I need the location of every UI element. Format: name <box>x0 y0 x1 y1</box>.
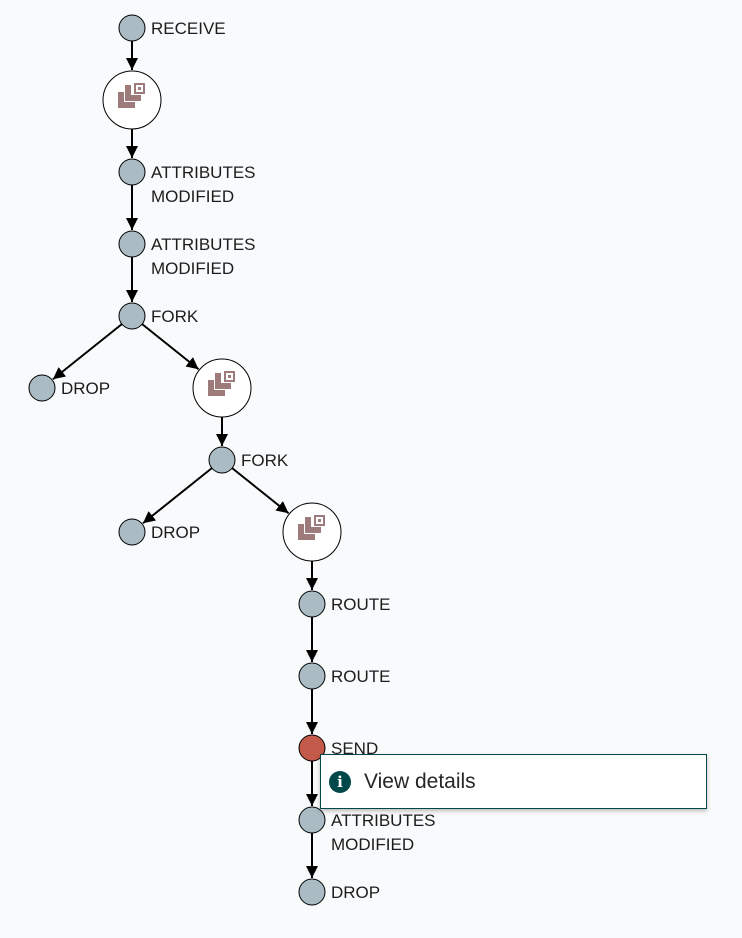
view-details-menu-item[interactable]: i View details <box>321 755 706 808</box>
event-node-fork[interactable]: FORK <box>208 446 289 474</box>
event-label: ROUTE <box>331 667 391 686</box>
event-label: FORK <box>241 451 289 470</box>
event-node-route[interactable]: ROUTE <box>298 662 391 690</box>
event-circle[interactable] <box>298 590 326 618</box>
event-circle[interactable] <box>298 878 326 906</box>
event-circle[interactable] <box>118 14 146 42</box>
flowfile-node[interactable] <box>102 70 162 130</box>
nodes-layer: RECEIVE ATTRIBUTES MODIFIED ATTRIBUTES MODIF… <box>28 14 436 906</box>
event-node-fork[interactable]: FORK <box>118 302 199 330</box>
lineage-link-e6-e7 <box>142 467 213 525</box>
event-node-attributes-modified[interactable]: ATTRIBUTES MODIFIED <box>118 230 256 278</box>
view-details-label: View details <box>364 769 476 793</box>
event-label: ATTRIBUTES <box>151 235 256 254</box>
event-node-send[interactable]: SEND <box>298 734 378 762</box>
flowfile-icon <box>208 371 235 396</box>
lineage-link-e6-f3 <box>231 467 290 515</box>
event-circle[interactable] <box>298 734 326 762</box>
event-label: FORK <box>151 307 199 326</box>
event-label: MODIFIED <box>331 835 414 854</box>
event-node-drop[interactable]: DROP <box>118 518 200 546</box>
event-circle[interactable] <box>28 374 56 402</box>
event-circle[interactable] <box>118 230 146 258</box>
context-menu: i View details <box>320 754 707 809</box>
event-label: DROP <box>331 883 380 902</box>
lineage-link-e4-f2 <box>141 323 200 371</box>
flowfile-icon <box>298 515 325 540</box>
event-node-drop[interactable]: DROP <box>28 374 110 402</box>
event-node-drop[interactable]: DROP <box>298 878 380 906</box>
event-label: MODIFIED <box>151 259 234 278</box>
event-circle[interactable] <box>298 662 326 690</box>
event-label: ROUTE <box>331 595 391 614</box>
event-label: RECEIVE <box>151 19 226 38</box>
info-icon: i <box>329 770 351 793</box>
event-label: DROP <box>61 379 110 398</box>
flowfile-node[interactable] <box>282 502 342 562</box>
event-circle[interactable] <box>118 518 146 546</box>
flowfile-node[interactable] <box>192 358 252 418</box>
event-label: SEND <box>331 739 378 758</box>
lineage-link-e4-e5 <box>52 323 123 381</box>
event-label: MODIFIED <box>151 187 234 206</box>
event-label: ATTRIBUTES <box>331 811 436 830</box>
event-label: DROP <box>151 523 200 542</box>
event-circle[interactable] <box>208 446 236 474</box>
event-node-attributes-modified[interactable]: ATTRIBUTES MODIFIED <box>298 806 436 854</box>
event-circle[interactable] <box>118 158 146 186</box>
event-circle[interactable] <box>118 302 146 330</box>
event-node-route[interactable]: ROUTE <box>298 590 391 618</box>
event-circle[interactable] <box>298 806 326 834</box>
edges-layer <box>52 41 318 878</box>
event-node-receive[interactable]: RECEIVE <box>118 14 226 42</box>
event-node-attributes-modified[interactable]: ATTRIBUTES MODIFIED <box>118 158 256 206</box>
flowfile-icon <box>118 83 145 108</box>
event-label: ATTRIBUTES <box>151 163 256 182</box>
